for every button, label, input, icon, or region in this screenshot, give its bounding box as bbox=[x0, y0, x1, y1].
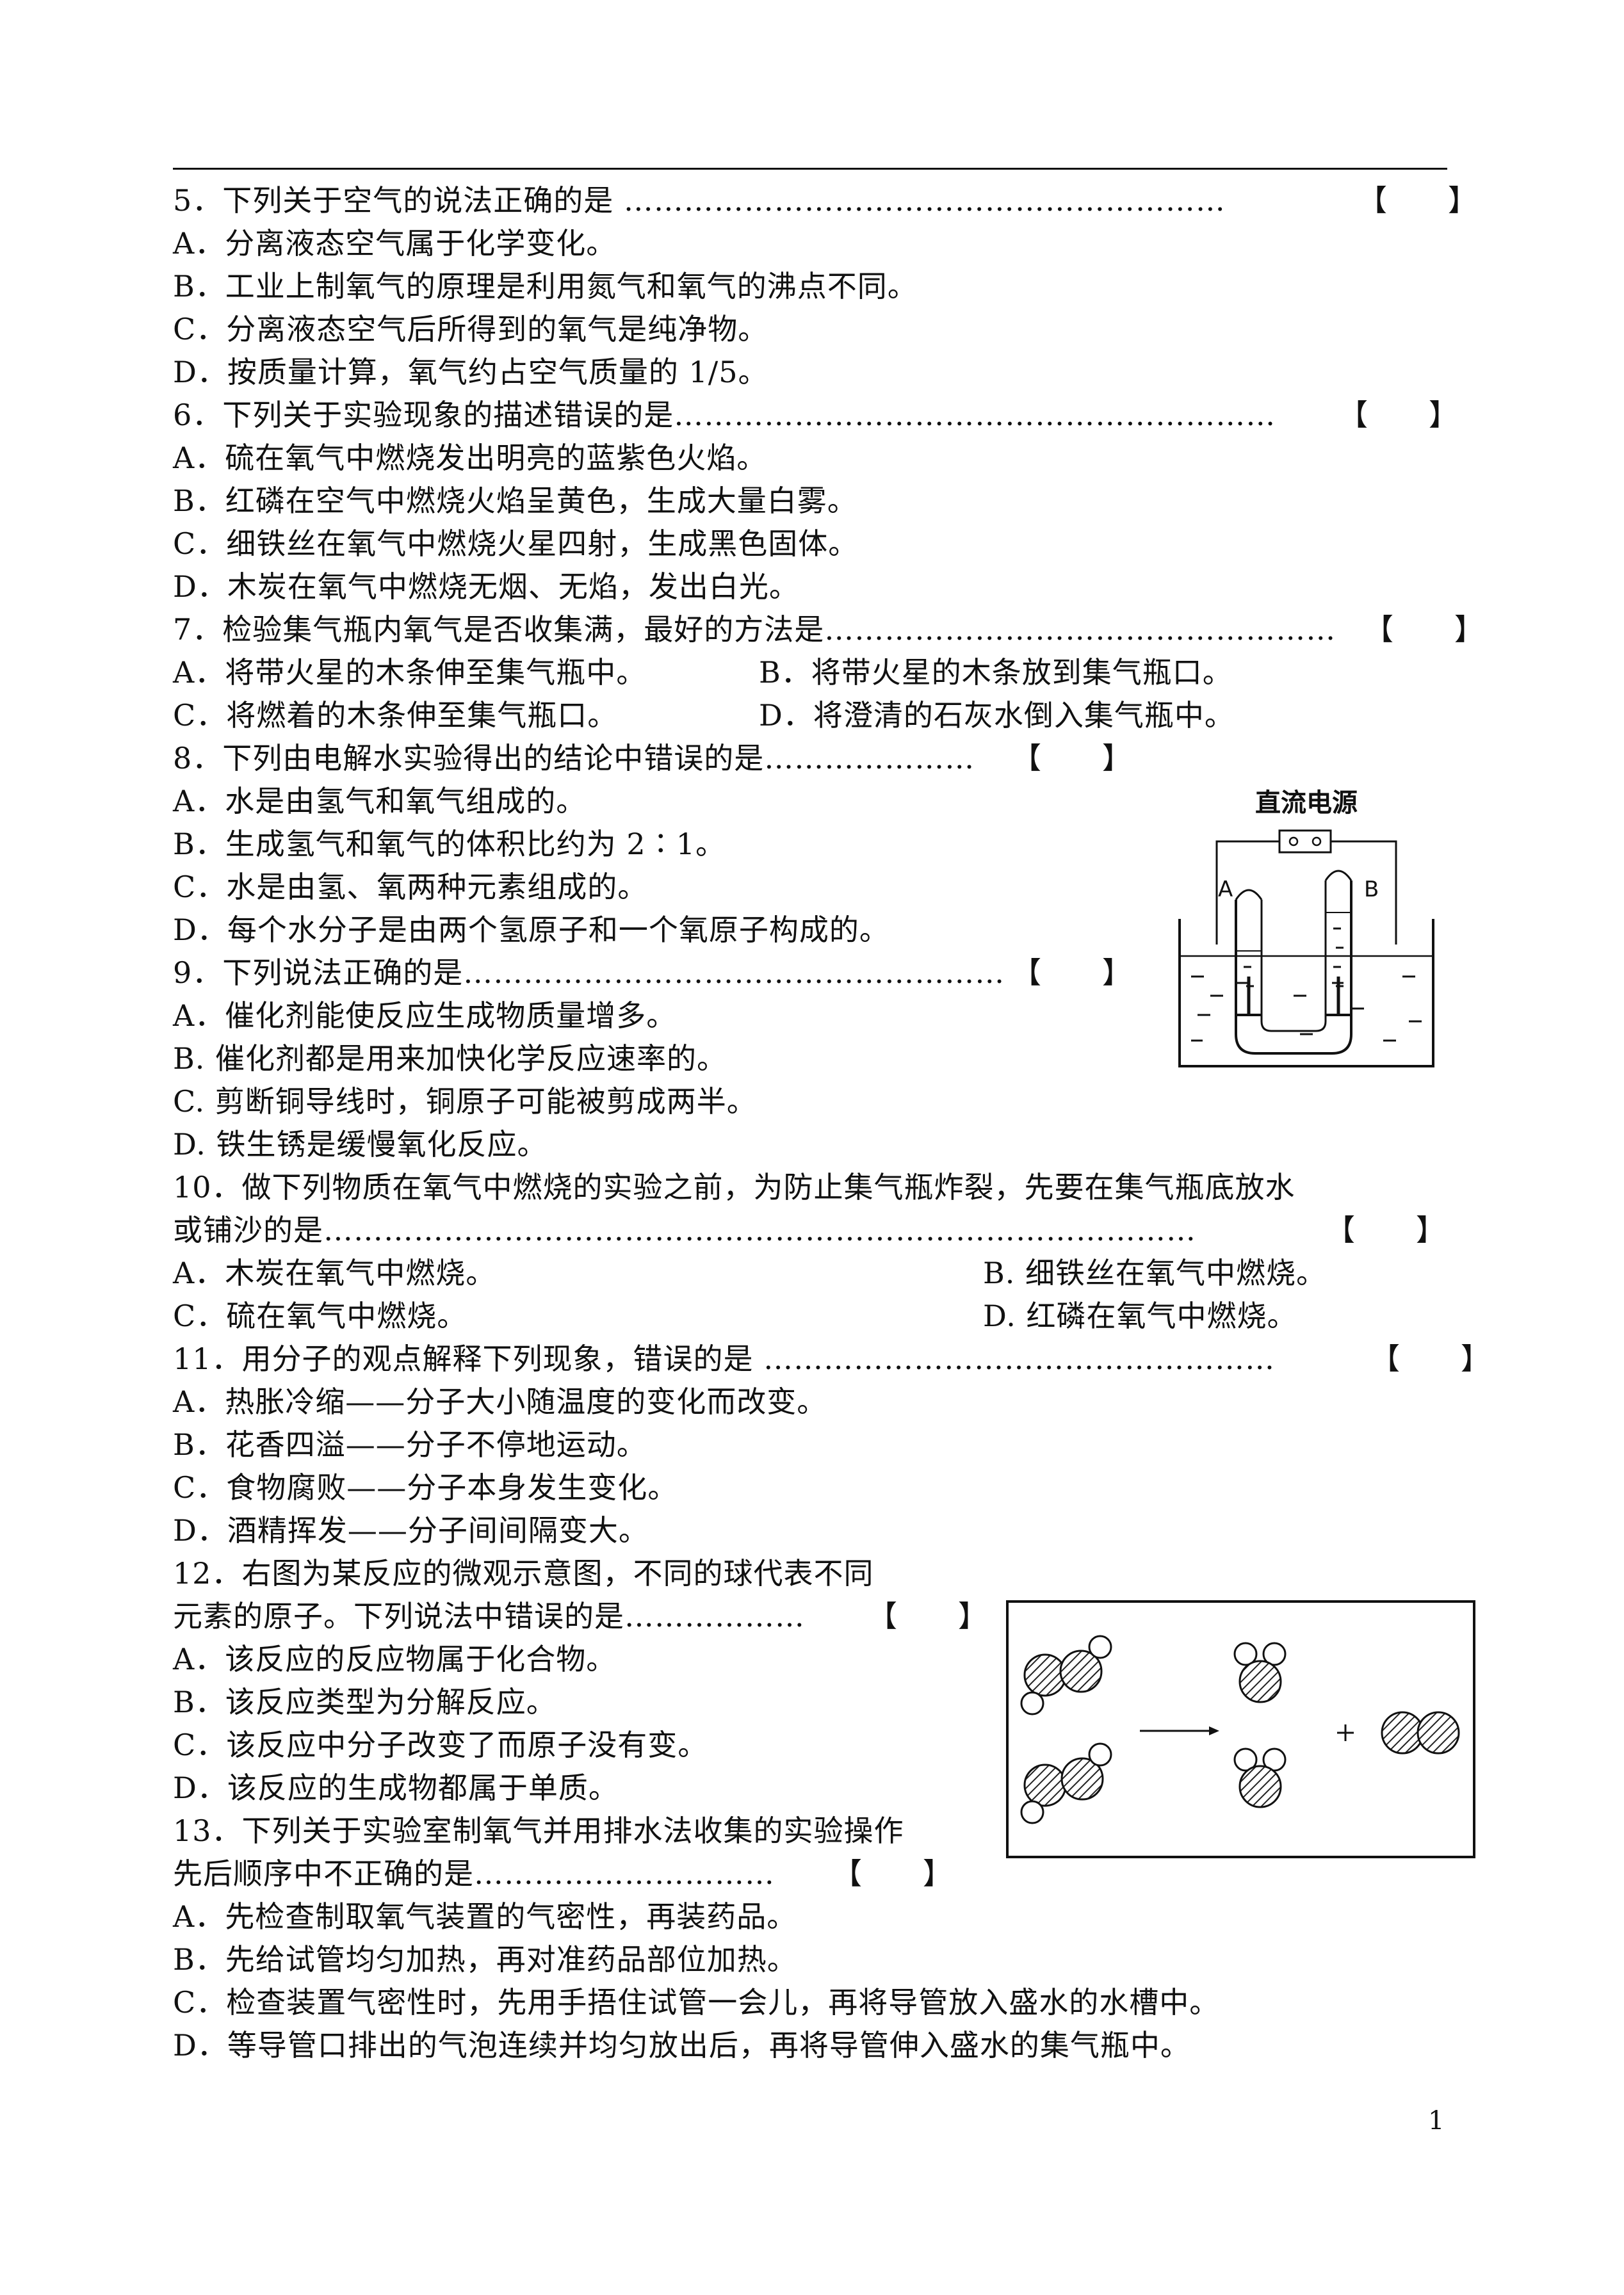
product-molecule bbox=[1381, 1711, 1460, 1755]
question-5-option-c: C．分离液态空气后所得到的氧气是纯净物。 bbox=[173, 312, 768, 346]
question-10-option-a: A．木炭在氧气中燃烧。 bbox=[173, 1256, 496, 1290]
question-13-option-c: C．检查装置气密性时，先用手捂住试管一会儿，再将导管放入盛水的水槽中。 bbox=[173, 1985, 1220, 2020]
dot-leader: ……………… bbox=[624, 1599, 805, 1634]
wire-left bbox=[1215, 840, 1279, 945]
answer-bracket-13: 【 】 bbox=[832, 1856, 953, 1891]
reaction-micro-diagram bbox=[1006, 1600, 1475, 1858]
question-10-stem-line1: 10．做下列物质在氧气中燃烧的实验之前，为防止集气瓶炸裂，先要在集气瓶底放水 bbox=[173, 1170, 1295, 1204]
dot-leader: ………………………… bbox=[474, 1856, 775, 1891]
question-10-option-c: C．硫在氧气中燃烧。 bbox=[173, 1299, 467, 1333]
question-9-option-b: B. 催化剂都是用来加快化学反应速率的。 bbox=[173, 1041, 727, 1076]
dot-leader: …………………………………………… bbox=[763, 1342, 1276, 1376]
page-number: 1 bbox=[1428, 2106, 1445, 2136]
answer-bracket-7: 【 】 bbox=[1364, 612, 1484, 647]
reactant-molecule bbox=[1020, 1742, 1112, 1824]
question-5-option-d: D．按质量计算，氧气约占空气质量的 1/5。 bbox=[173, 355, 768, 389]
question-13-option-a: A．先检查制取氧气装置的气密性，再装药品。 bbox=[173, 1899, 797, 1934]
dot-leader: …………………………………………………… bbox=[623, 183, 1226, 218]
question-5-stem: 5．下列关于空气的说法正确的是 …………………………………………………… bbox=[173, 183, 1226, 218]
question-12-stem-line2: 元素的原子。下列说法中错误的是……………… bbox=[173, 1599, 805, 1634]
power-source-label: 直流电源 bbox=[1255, 788, 1358, 818]
water-trough bbox=[1178, 919, 1434, 1067]
question-6-option-b: B．红磷在空气中燃烧火焰呈黄色，生成大量白雾。 bbox=[173, 483, 857, 518]
question-10-option-d: D. 红磷在氧气中燃烧。 bbox=[983, 1299, 1297, 1333]
product-molecule bbox=[1233, 1642, 1287, 1703]
question-13-option-b: B．先给试管均匀加热，再对准药品部位加热。 bbox=[173, 1942, 797, 1977]
question-9-option-d: D. 铁生锈是缓慢氧化反应。 bbox=[173, 1127, 548, 1162]
question-6-option-c: C．细铁丝在氧气中燃烧火星四射，生成黑色固体。 bbox=[173, 526, 859, 561]
u-tube-outer bbox=[1235, 880, 1352, 1055]
question-5-option-a: A．分离液态空气属于化学变化。 bbox=[173, 226, 617, 261]
question-13-stem-line2: 先后顺序中不正确的是………………………… bbox=[173, 1856, 775, 1891]
question-11-stem: 11．用分子的观点解释下列现象，错误的是 …………………………………………… bbox=[173, 1342, 1276, 1376]
dot-leader: …………………………………………………… bbox=[674, 398, 1276, 432]
question-11-option-c: C．食物腐败——分子本身发生变化。 bbox=[173, 1470, 678, 1505]
question-8-option-a: A．水是由氢气和氧气组成的。 bbox=[173, 784, 587, 818]
terminal-icon bbox=[1311, 836, 1322, 847]
question-7-option-b: B．将带火星的木条放到集气瓶口。 bbox=[759, 655, 1233, 690]
answer-bracket-9: 【 】 bbox=[1012, 955, 1132, 990]
dot-leader: ………………… bbox=[764, 741, 975, 775]
answer-bracket-10: 【 】 bbox=[1326, 1213, 1446, 1247]
question-13-option-d: D．等导管口排出的气泡连续并均匀放出后，再将导管伸入盛水的集气瓶中。 bbox=[173, 2028, 1190, 2063]
dot-leader: …………………………………………………………………………… bbox=[323, 1213, 1196, 1247]
electrolysis-apparatus-figure: 直流电源 bbox=[1178, 788, 1434, 1067]
question-7-stem: 7．检验集气瓶内氧气是否收集满，最好的方法是…………………………………………… bbox=[173, 612, 1336, 647]
u-tube-inner bbox=[1260, 880, 1327, 1032]
reactant-molecule bbox=[1020, 1635, 1112, 1715]
tube-label-b: B bbox=[1364, 877, 1379, 902]
question-8-stem: 8．下列由电解水实验得出的结论中错误的是………………… bbox=[173, 741, 975, 775]
header-rule bbox=[173, 168, 1447, 170]
question-12-stem-line1: 12．右图为某反应的微观示意图，不同的球代表不同 bbox=[173, 1556, 874, 1591]
question-8-option-d: D．每个水分子是由两个氢原子和一个氧原子构成的。 bbox=[173, 912, 889, 947]
question-10-stem-line2: 或铺沙的是…………………………………………………………………………… bbox=[173, 1213, 1196, 1247]
product-molecule bbox=[1233, 1748, 1287, 1808]
question-13-stem-line1: 13．下列关于实验室制氧气并用排水法收集的实验操作 bbox=[173, 1813, 904, 1848]
question-9-option-a: A．催化剂能使反应生成物质量增多。 bbox=[173, 998, 677, 1033]
question-8-option-c: C．水是由氢、氧两种元素组成的。 bbox=[173, 870, 648, 904]
question-6-stem: 6．下列关于实验现象的描述错误的是…………………………………………………… bbox=[173, 398, 1276, 432]
question-12-option-d: D．该反应的生成物都属于单质。 bbox=[173, 1771, 619, 1805]
question-9-option-c: C. 剪断铜导线时，铜原子可能被剪成两半。 bbox=[173, 1084, 757, 1119]
question-6-option-d: D．木炭在氧气中燃烧无烟、无焰，发出白光。 bbox=[173, 569, 799, 604]
wire-right bbox=[1331, 840, 1397, 945]
answer-bracket-12: 【 】 bbox=[868, 1599, 988, 1634]
arrow-head-icon bbox=[1209, 1726, 1219, 1735]
question-5-option-b: B．工业上制氧气的原理是利用氮气和氧气的沸点不同。 bbox=[173, 269, 918, 304]
question-6-option-a: A．硫在氧气中燃烧发出明亮的蓝紫色火焰。 bbox=[173, 441, 767, 475]
question-8-option-b: B．生成氢气和氧气的体积比约为 2∶1。 bbox=[173, 827, 726, 861]
question-11-option-a: A．热胀冷缩——分子大小随温度的变化而改变。 bbox=[173, 1384, 827, 1419]
question-11-option-d: D．酒精挥发——分子间间隔变大。 bbox=[173, 1513, 649, 1548]
water-hatch bbox=[1191, 975, 1422, 1042]
tube-label-a: A bbox=[1218, 877, 1233, 902]
power-source-box bbox=[1278, 829, 1332, 854]
question-9-stem: 9．下列说法正确的是……………………………………………… bbox=[173, 955, 1005, 990]
question-7-option-c: C．将燃着的木条伸至集气瓶口。 bbox=[173, 698, 618, 733]
dot-leader: ……………………………………………… bbox=[463, 955, 1005, 990]
question-10-option-b: B. 细铁丝在氧气中燃烧。 bbox=[983, 1256, 1327, 1290]
bubble-marks bbox=[1244, 927, 1344, 987]
tube-a-top bbox=[1235, 889, 1263, 900]
dot-leader: …………………………………………… bbox=[824, 612, 1336, 647]
question-12-option-a: A．该反应的反应物属于化合物。 bbox=[173, 1642, 617, 1676]
question-12-option-c: C．该反应中分子改变了而原子没有变。 bbox=[173, 1728, 708, 1762]
question-7-option-a: A．将带火星的木条伸至集气瓶中。 bbox=[173, 655, 647, 690]
question-12-option-b: B．该反应类型为分解反应。 bbox=[173, 1685, 556, 1719]
tube-b-top bbox=[1324, 870, 1352, 881]
question-11-option-b: B．花香四溢——分子不停地运动。 bbox=[173, 1427, 647, 1462]
answer-bracket-6: 【 】 bbox=[1338, 398, 1459, 432]
terminal-icon bbox=[1288, 836, 1299, 847]
answer-bracket-11: 【 】 bbox=[1370, 1342, 1491, 1376]
answer-bracket-8: 【 】 bbox=[1012, 741, 1132, 775]
question-7-option-d: D．将澄清的石灰水倒入集气瓶中。 bbox=[759, 698, 1235, 733]
answer-bracket-5: 【 】 bbox=[1358, 183, 1478, 218]
